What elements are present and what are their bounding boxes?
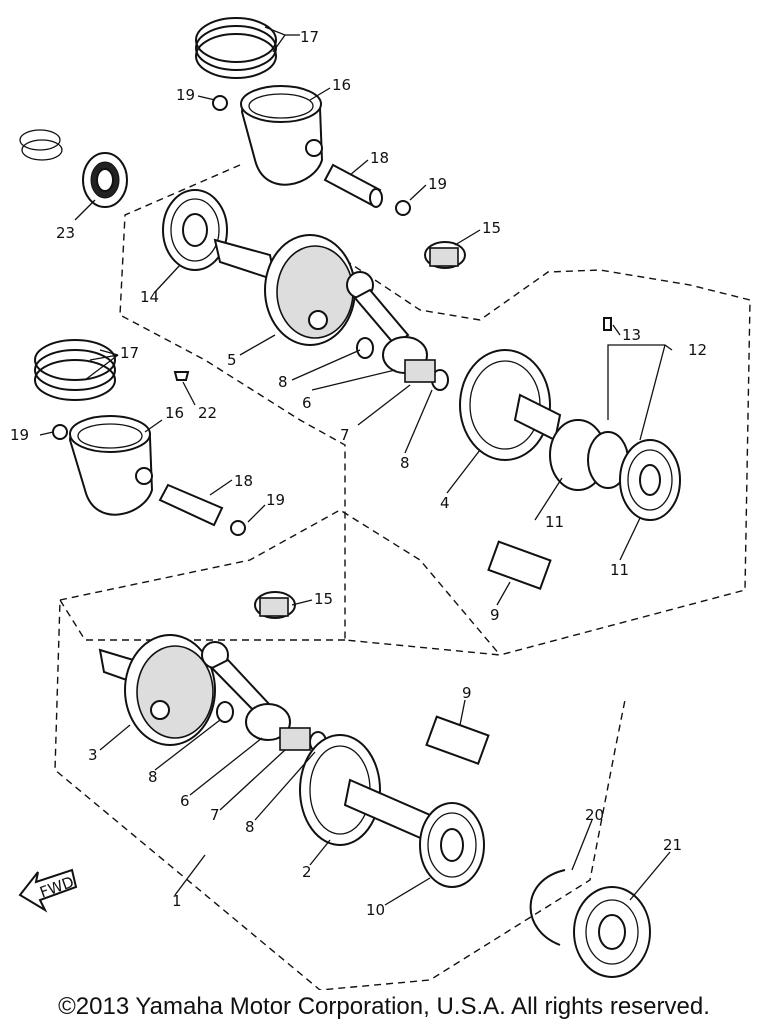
crankshaft-exploded-diagram: FWD — [10, 17, 751, 990]
callout-19: 19 — [266, 491, 285, 509]
callout-23: 23 — [56, 224, 75, 242]
assembly-outline-upper — [119, 164, 751, 656]
callout-11: 11 — [610, 561, 629, 579]
crank-pin-bearing-upper — [404, 359, 436, 383]
callout-5: 5 — [227, 351, 237, 369]
oil-seal-lower — [573, 886, 651, 978]
seal-12 — [549, 419, 629, 491]
callout-2: 2 — [302, 863, 312, 881]
crank-half-upper — [213, 234, 356, 346]
bearing-right — [619, 439, 681, 521]
callout-17: 17 — [120, 344, 139, 362]
callout-18: 18 — [370, 149, 389, 167]
callout-15: 15 — [314, 590, 333, 608]
woodruff-key — [173, 371, 190, 381]
callout-20: 20 — [585, 806, 604, 824]
callout-9: 9 — [490, 606, 500, 624]
callout-10: 10 — [366, 901, 385, 919]
thrust-washer-upper — [356, 337, 449, 391]
connecting-rod-upper — [346, 271, 428, 374]
crank-pin-lower — [425, 715, 490, 765]
callout-6: 6 — [302, 394, 312, 412]
callout-7: 7 — [210, 806, 220, 824]
callout-4: 4 — [440, 494, 450, 512]
oil-seal — [82, 152, 128, 208]
callout-17: 17 — [300, 28, 319, 46]
callout-14: 14 — [140, 288, 159, 306]
callout-16: 16 — [165, 404, 184, 422]
bearing-upper-left — [162, 189, 228, 271]
callout-13: 13 — [622, 326, 641, 344]
crank-pin-upper — [487, 540, 552, 590]
crank-half-2 — [299, 734, 432, 846]
callout-16: 16 — [332, 76, 351, 94]
callout-22: 22 — [198, 404, 217, 422]
piston-pin-lower — [158, 483, 224, 527]
callout-8: 8 — [400, 454, 410, 472]
fwd-arrow-icon: FWD — [18, 868, 78, 913]
piston-rings-lower — [34, 339, 116, 401]
callout-8: 8 — [278, 373, 288, 391]
callout-1: 1 — [172, 892, 182, 910]
callout-labels: 17 16 19 18 19 15 23 14 5 8 6 7 8 4 13 1… — [10, 28, 707, 919]
leader-lines — [39, 26, 673, 906]
assembly-outline-lower — [54, 509, 626, 990]
callout-18: 18 — [234, 472, 253, 490]
snap-ring — [529, 869, 566, 946]
callout-3: 3 — [88, 746, 98, 764]
crank-half-4 — [459, 349, 562, 461]
dowel-pin — [603, 317, 612, 331]
piston-pin-upper — [323, 163, 383, 208]
callout-19: 19 — [10, 426, 29, 444]
callout-11: 11 — [545, 513, 564, 531]
connecting-rod-lower — [201, 641, 291, 741]
needle-bearing-upper — [424, 241, 466, 269]
callout-6: 6 — [180, 792, 190, 810]
fwd-label: FWD — [37, 873, 76, 902]
callout-8: 8 — [245, 818, 255, 836]
crank-half-lower — [98, 634, 216, 746]
callout-21: 21 — [663, 836, 682, 854]
callout-8: 8 — [148, 768, 158, 786]
callout-15: 15 — [482, 219, 501, 237]
piston-lower — [68, 415, 154, 516]
piston-upper — [240, 85, 324, 186]
oil-seal-spring — [19, 129, 63, 161]
circlip-upper — [212, 95, 411, 216]
callout-9: 9 — [462, 684, 472, 702]
callout-7: 7 — [340, 426, 350, 444]
crank-pin-bearing-lower — [279, 727, 311, 751]
callout-19: 19 — [176, 86, 195, 104]
callout-12: 12 — [688, 341, 707, 359]
needle-bearing-lower — [254, 591, 296, 619]
callout-19: 19 — [428, 175, 447, 193]
copyright-notice: ©2013 Yamaha Motor Corporation, U.S.A. A… — [58, 993, 710, 1020]
piston-rings-upper — [195, 17, 277, 79]
bearing-lower — [419, 802, 485, 888]
